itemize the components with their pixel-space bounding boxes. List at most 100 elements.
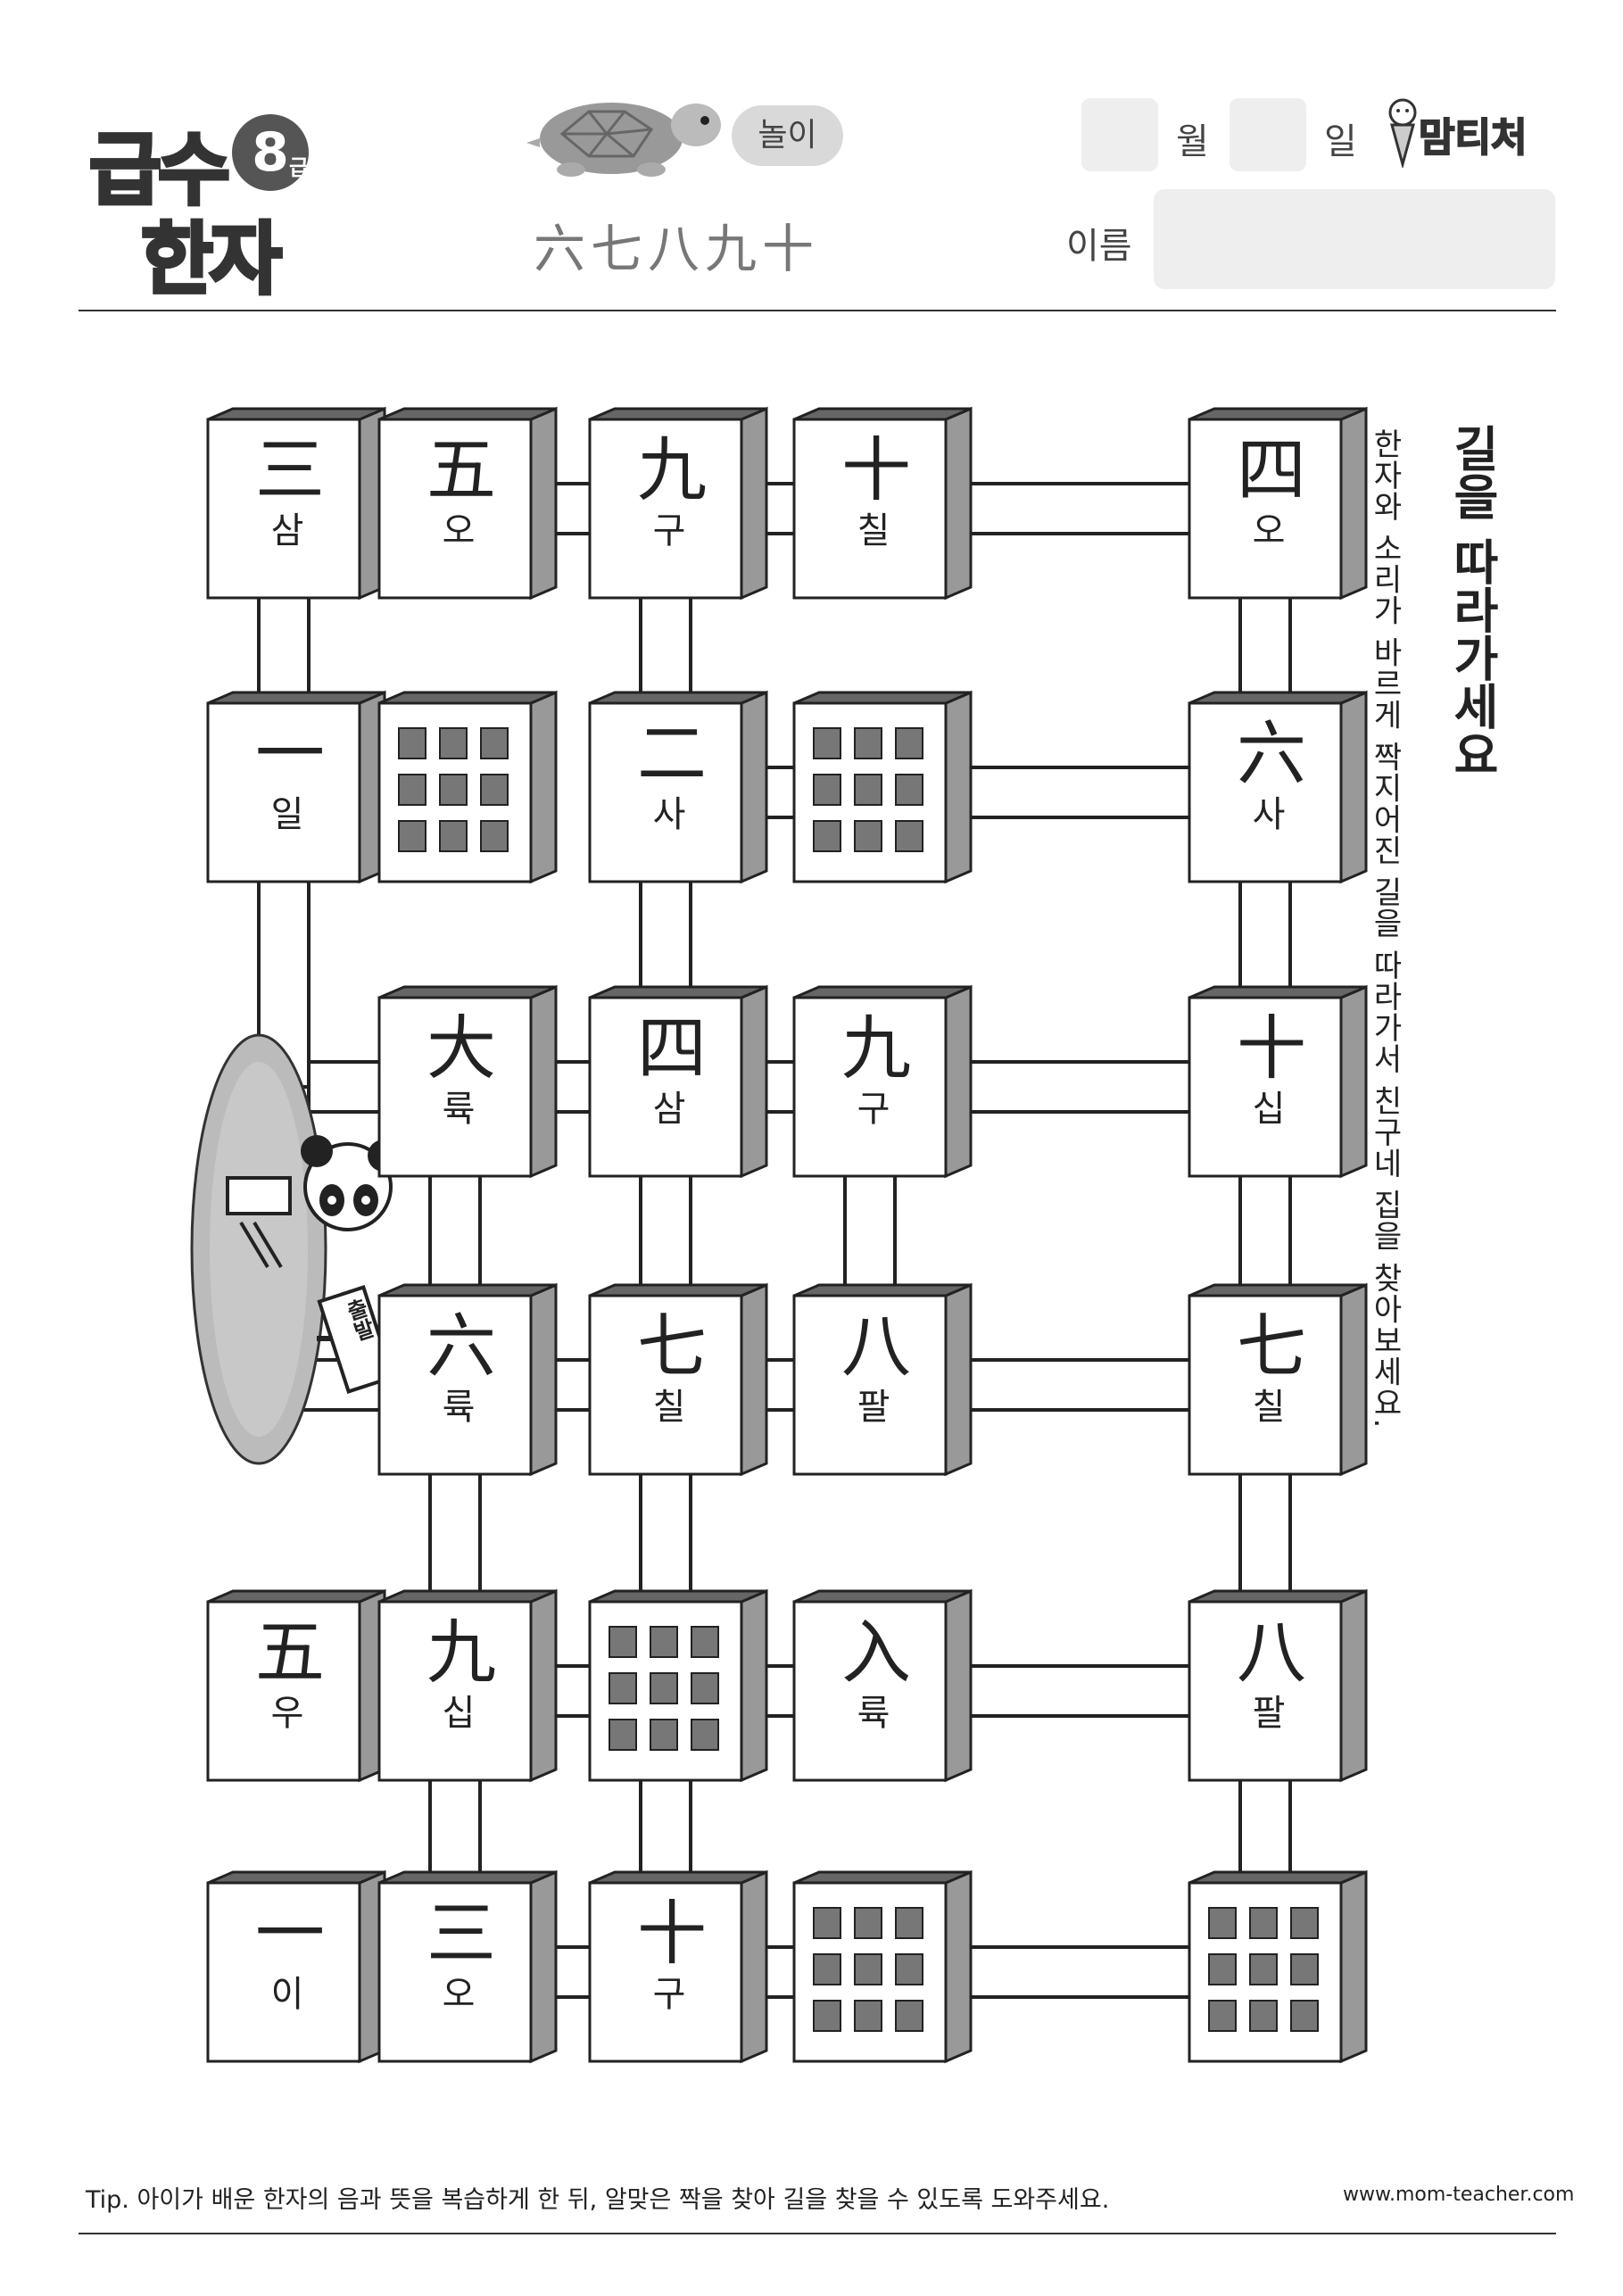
window — [1208, 2000, 1237, 2032]
window — [691, 1626, 719, 1658]
house — [377, 406, 558, 601]
hanja-reading: 우 — [263, 1694, 304, 1729]
house-front-wall — [377, 996, 533, 1178]
house — [792, 406, 973, 601]
house-front-wall — [377, 1881, 533, 2063]
house-roof — [378, 1283, 557, 1297]
grade-badge: 8 — [232, 114, 309, 191]
house-front-wall — [377, 418, 533, 600]
hanja-character: 一 — [244, 717, 324, 786]
house-front-wall — [588, 1881, 743, 2063]
window — [691, 1672, 719, 1704]
hanja-character: 一 — [244, 1896, 324, 1966]
window — [650, 1672, 678, 1704]
house-side-wall — [944, 690, 973, 884]
turtle-icon — [526, 103, 721, 177]
window — [691, 1719, 719, 1751]
house-roof — [378, 985, 557, 999]
house — [792, 1869, 973, 2064]
house — [588, 406, 768, 601]
month-input[interactable] — [1081, 98, 1158, 171]
house-roof — [1188, 407, 1367, 421]
house — [792, 1588, 973, 1783]
house — [1188, 1282, 1368, 1477]
house-roof — [589, 407, 767, 421]
house-front-wall — [588, 1294, 743, 1476]
window — [1290, 1953, 1319, 1985]
hanja-reading: 오 — [1245, 511, 1286, 547]
grade-unit: 급 — [289, 155, 310, 180]
activity-title: 길을 따라가세요 — [1444, 424, 1500, 778]
hanja-character: 六 — [415, 1309, 495, 1379]
house-roof — [207, 691, 385, 705]
house — [588, 1588, 768, 1783]
house-front-wall — [206, 701, 361, 883]
hanja-reading: 팔 — [1245, 1694, 1286, 1729]
window — [895, 2000, 923, 2032]
house — [792, 984, 973, 1179]
hanja-reading: 사 — [645, 795, 686, 831]
footer-divider — [79, 2233, 1556, 2234]
hanja-character: 九 — [830, 1011, 910, 1081]
house-roof — [793, 691, 972, 705]
window — [895, 820, 923, 852]
hanja-character: 三 — [244, 433, 324, 502]
house — [1188, 1588, 1368, 1783]
house — [588, 984, 768, 1179]
house-front-wall — [206, 1881, 361, 2063]
window — [813, 774, 841, 806]
house-side-wall — [944, 984, 973, 1179]
lesson-hanja-set: 六七八九十 — [534, 219, 820, 279]
house-roof — [1188, 691, 1367, 705]
house-front-wall — [588, 701, 743, 883]
house-roof — [793, 1589, 972, 1604]
house-side-wall — [944, 406, 973, 601]
hanja-reading: 이 — [263, 1975, 304, 2010]
hanja-reading: 십 — [435, 1694, 476, 1729]
road-segment — [639, 507, 692, 1387]
house-side-wall — [1339, 406, 1368, 601]
hanja-reading: 팔 — [849, 1388, 890, 1423]
hanja-reading: 칠 — [1245, 1388, 1286, 1423]
house-roof — [207, 1589, 385, 1604]
hanja-reading: 구 — [645, 1975, 686, 2010]
window — [1249, 1953, 1278, 1985]
day-input[interactable] — [1230, 98, 1306, 171]
house-side-wall — [944, 1282, 973, 1477]
window — [813, 1907, 841, 1939]
window — [813, 1953, 841, 1985]
house-roof — [378, 1589, 557, 1604]
house-front-wall — [792, 418, 948, 600]
road-segment — [428, 1085, 482, 1974]
hanja-reading: 륙 — [435, 1388, 476, 1423]
hanja-reading: 사 — [1245, 795, 1286, 831]
hanja-character: 五 — [244, 1615, 324, 1685]
hanja-character: 五 — [415, 433, 495, 502]
house — [377, 1588, 558, 1783]
house-side-wall — [529, 406, 558, 601]
hanja-character: 二 — [625, 717, 706, 786]
house-roof — [207, 1870, 385, 1885]
house-side-wall — [1339, 1588, 1368, 1783]
hanja-reading: 구 — [849, 1090, 890, 1125]
month-label: 월 — [1176, 121, 1209, 162]
house — [588, 1869, 768, 2064]
name-input[interactable] — [1154, 189, 1555, 289]
window — [650, 1626, 678, 1658]
house-roof — [589, 691, 767, 705]
house-side-wall — [529, 1869, 558, 2064]
house-side-wall — [1339, 1869, 1368, 2064]
window — [398, 820, 426, 852]
house-roof — [793, 1283, 972, 1297]
window — [895, 1907, 923, 1939]
house — [1188, 1869, 1368, 2064]
window — [854, 1953, 882, 1985]
house-side-wall — [944, 1869, 973, 2064]
house-side-wall — [740, 406, 768, 601]
house — [588, 1282, 768, 1477]
